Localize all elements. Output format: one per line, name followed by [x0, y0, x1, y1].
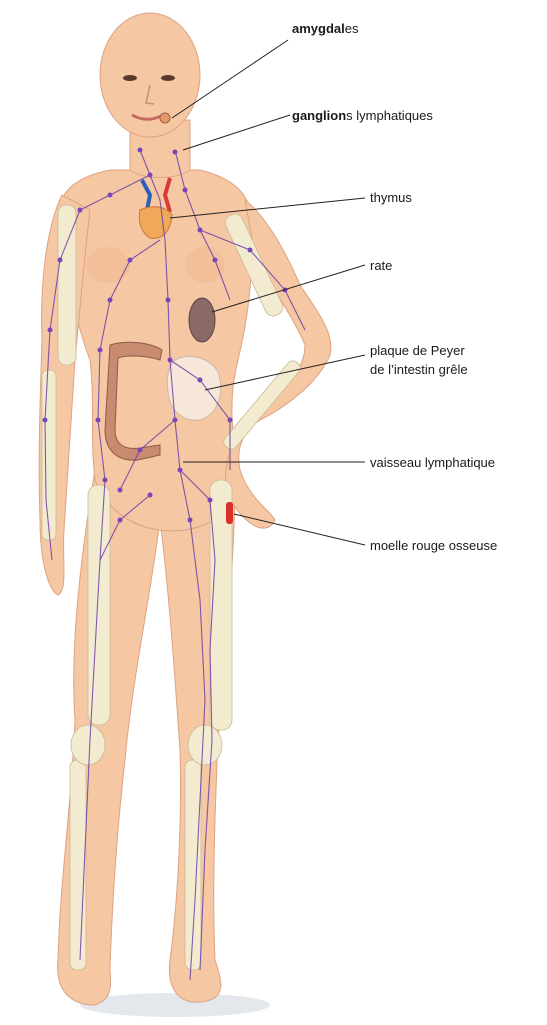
label-ganglions: ganglions lymphatiques — [292, 108, 433, 123]
humerus-left — [58, 205, 76, 365]
femur-left — [88, 485, 110, 725]
label-peyer-line2: de l’intestin grêle — [370, 362, 468, 377]
label-rate: rate — [370, 258, 392, 273]
right-breast — [185, 247, 225, 283]
tibia-left — [70, 760, 86, 970]
leader-moelle — [234, 514, 365, 545]
right-eye — [161, 75, 175, 81]
label-amygdales: amygdales — [292, 21, 359, 36]
labels: amygdales ganglions lymphatiques thymus … — [292, 21, 497, 553]
label-vaisseau: vaisseau lymphatique — [370, 455, 495, 470]
left-eye — [123, 75, 137, 81]
floor-shadow — [80, 993, 270, 1017]
knee-left — [71, 725, 105, 765]
knee-right — [188, 725, 222, 765]
spleen-organ — [189, 298, 215, 342]
tonsil — [160, 113, 170, 123]
forearm-left — [42, 370, 56, 540]
label-moelle: moelle rouge osseuse — [370, 538, 497, 553]
label-thymus: thymus — [370, 190, 412, 205]
label-peyer-line1: plaque de Peyer — [370, 343, 465, 358]
red-marrow — [226, 502, 233, 524]
left-breast — [86, 247, 130, 283]
leader-ganglions — [183, 115, 290, 150]
